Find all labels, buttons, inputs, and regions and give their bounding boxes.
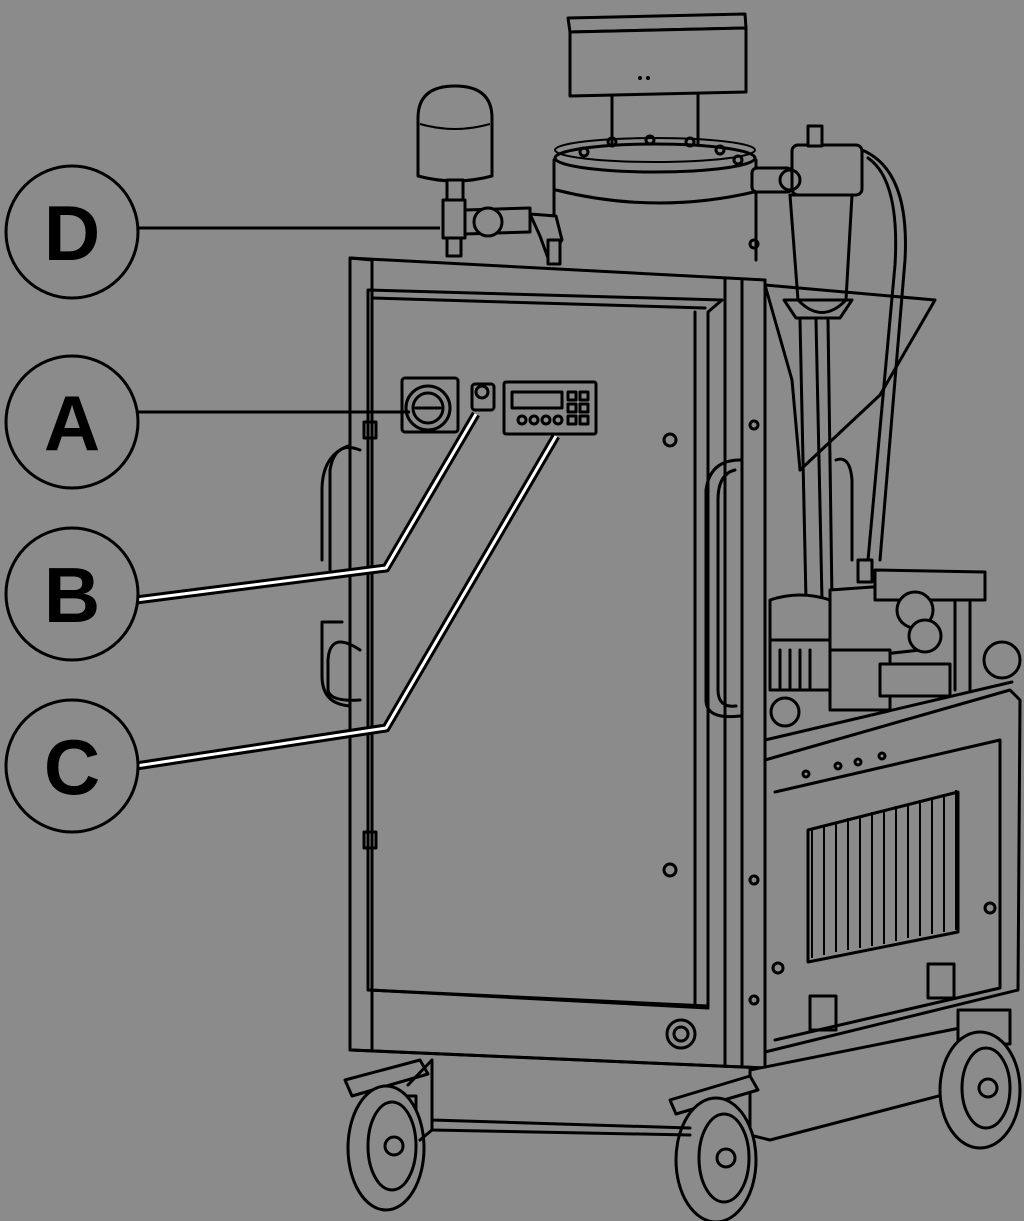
control-display <box>502 380 598 436</box>
callout-b-label: B <box>44 551 100 639</box>
indicator-lamp <box>470 382 496 412</box>
top-housing <box>552 12 760 264</box>
left-handle <box>320 444 362 708</box>
main-switch <box>400 376 460 434</box>
lower-housing <box>748 680 1022 1142</box>
callout-c: C <box>4 698 140 834</box>
wheel-front-left <box>343 1058 434 1212</box>
filter-unit <box>750 124 937 562</box>
pressure-gauge <box>416 84 564 266</box>
callout-b: B <box>4 526 140 662</box>
callout-d: D <box>4 164 140 300</box>
vertical-rods <box>798 318 854 602</box>
callout-d-label: D <box>44 189 100 277</box>
callout-a-label: A <box>44 379 100 467</box>
wheel-front-right <box>668 1074 760 1221</box>
pump-assembly <box>768 558 1022 728</box>
wheel-rear-right <box>938 1008 1022 1150</box>
leader-line-b <box>135 411 480 605</box>
leader-line-c <box>135 433 560 771</box>
callout-c-label: C <box>44 723 100 811</box>
base-frame <box>430 1088 692 1137</box>
callout-a: A <box>4 354 140 490</box>
right-handle <box>704 458 742 719</box>
